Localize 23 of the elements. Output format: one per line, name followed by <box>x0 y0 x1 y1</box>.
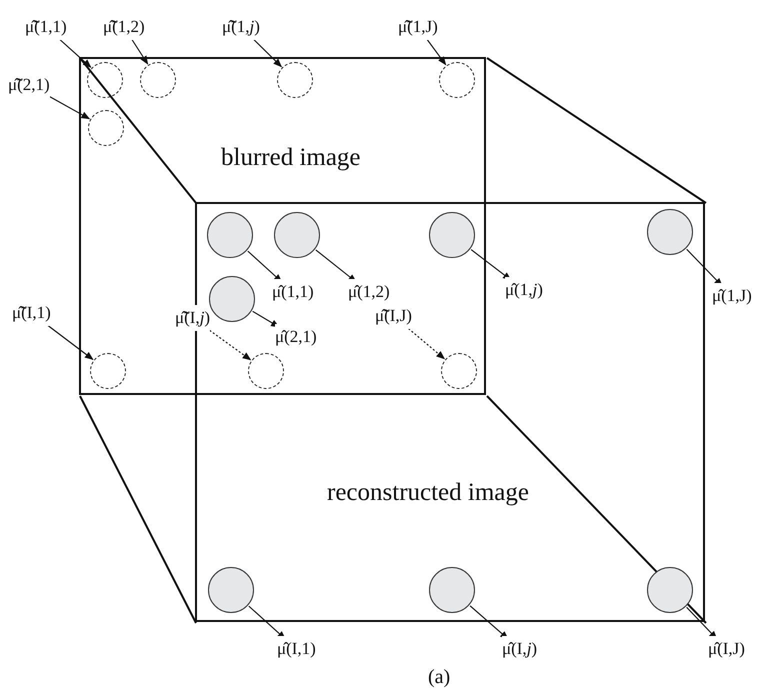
reconstructed-pixel-circle <box>207 212 253 258</box>
plane-label: reconstructed image <box>327 479 529 507</box>
reconstructed-pixel-circle <box>647 209 693 255</box>
plane-label: blurred image <box>221 144 361 172</box>
blurred-pixel-circle <box>90 353 126 389</box>
leader-line <box>470 605 509 640</box>
pixel-label: μ̃̂(I,j) <box>175 305 210 331</box>
blurred-pixel-circle <box>140 62 176 98</box>
blurred-pixel-circle <box>88 110 124 146</box>
leader-line <box>470 249 512 281</box>
blurred-pixel-circle <box>248 353 284 389</box>
blurred-pixel-circle <box>441 353 477 389</box>
reconstructed-pixel-circle <box>274 212 320 258</box>
blurred-pixel-circle <box>277 62 313 98</box>
blurred-pixel-circle <box>439 62 475 98</box>
reconstructed-pixel-circle <box>647 567 693 613</box>
reconstructed-pixel-circle <box>429 212 475 258</box>
leader-line <box>252 310 280 328</box>
reconstructed-pixel-circle <box>429 567 475 613</box>
reconstructed-pixel-circle <box>208 567 254 613</box>
reconstructed-pixel-circle <box>209 276 255 322</box>
blurred-pixel-circle <box>87 62 123 98</box>
figure-caption: (a) <box>428 666 450 689</box>
